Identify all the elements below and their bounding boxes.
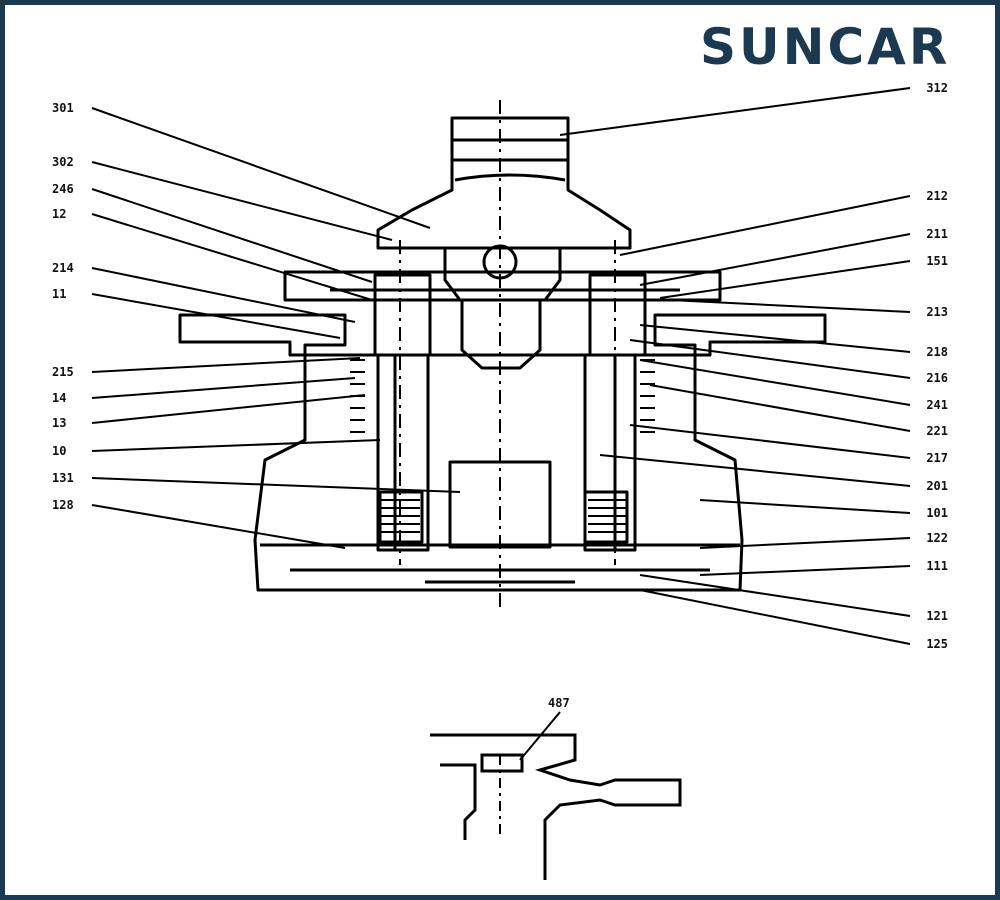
logo-text: SUNCAR bbox=[700, 18, 950, 74]
leader-line-121 bbox=[639, 574, 911, 617]
part-label-detail: 487 bbox=[548, 696, 570, 710]
part-label-11: 11 bbox=[52, 287, 66, 301]
part-label-246: 246 bbox=[52, 182, 74, 196]
leader-line-12 bbox=[91, 213, 373, 301]
leader-line-213 bbox=[669, 299, 911, 313]
part-labels: 301 302 246 12 214 11 215 14 13 10 131 128 312 212 211… bbox=[52, 81, 948, 710]
leader-line-216 bbox=[629, 339, 911, 379]
detail-inset bbox=[430, 711, 682, 880]
leader-line-11 bbox=[91, 293, 341, 339]
part-label-13: 13 bbox=[52, 416, 66, 430]
part-label-201: 201 bbox=[926, 479, 948, 493]
leader-line-217 bbox=[629, 424, 911, 459]
part-label-122: 122 bbox=[926, 531, 948, 545]
leader-line-14 bbox=[91, 377, 356, 399]
leader-line-111 bbox=[699, 565, 911, 576]
part-label-211: 211 bbox=[926, 227, 948, 241]
part-label-213: 213 bbox=[926, 305, 948, 319]
part-label-221: 221 bbox=[926, 424, 948, 438]
part-label-101: 101 bbox=[926, 506, 948, 520]
part-label-212: 212 bbox=[926, 189, 948, 203]
leader-line-13 bbox=[91, 394, 366, 424]
leader-line-212 bbox=[619, 195, 911, 256]
leader-line-122 bbox=[699, 537, 911, 549]
part-label-301: 301 bbox=[52, 101, 74, 115]
leader-line-301 bbox=[91, 107, 431, 229]
leader-line-211 bbox=[639, 233, 911, 286]
leader-line-151 bbox=[659, 260, 911, 299]
leader-line-218 bbox=[639, 324, 911, 353]
part-label-12: 12 bbox=[52, 207, 66, 221]
leader-line-10 bbox=[91, 439, 381, 452]
part-label-10: 10 bbox=[52, 444, 66, 458]
leader-line-101 bbox=[699, 499, 911, 514]
leader-line-246 bbox=[91, 188, 373, 283]
leader-line-215 bbox=[91, 357, 361, 373]
part-label-125: 125 bbox=[926, 637, 948, 651]
part-label-128: 128 bbox=[52, 498, 74, 512]
diagram-linework bbox=[178, 100, 827, 610]
leader-line-302 bbox=[91, 161, 393, 241]
part-label-241: 241 bbox=[926, 398, 948, 412]
part-label-14: 14 bbox=[52, 391, 66, 405]
leader-line-214 bbox=[91, 267, 356, 323]
leader-line-131 bbox=[91, 477, 461, 493]
part-label-217: 217 bbox=[926, 451, 948, 465]
leader-line-221 bbox=[649, 384, 911, 432]
leader-line-128 bbox=[91, 504, 346, 549]
part-label-214: 214 bbox=[52, 261, 74, 275]
part-label-111: 111 bbox=[926, 559, 948, 573]
part-label-121: 121 bbox=[926, 609, 948, 623]
suncar-logo: SUNCAR bbox=[700, 18, 950, 74]
part-label-218: 218 bbox=[926, 345, 948, 359]
leader-line-125 bbox=[639, 589, 911, 645]
leader-line-312 bbox=[559, 87, 911, 136]
part-label-215: 215 bbox=[52, 365, 74, 379]
leader-line-201 bbox=[599, 454, 911, 487]
part-label-302: 302 bbox=[52, 155, 74, 169]
part-label-312: 312 bbox=[926, 81, 948, 95]
part-label-216: 216 bbox=[926, 371, 948, 385]
leader-line-241 bbox=[639, 359, 911, 406]
part-label-151: 151 bbox=[926, 254, 948, 268]
part-label-131: 131 bbox=[52, 471, 74, 485]
